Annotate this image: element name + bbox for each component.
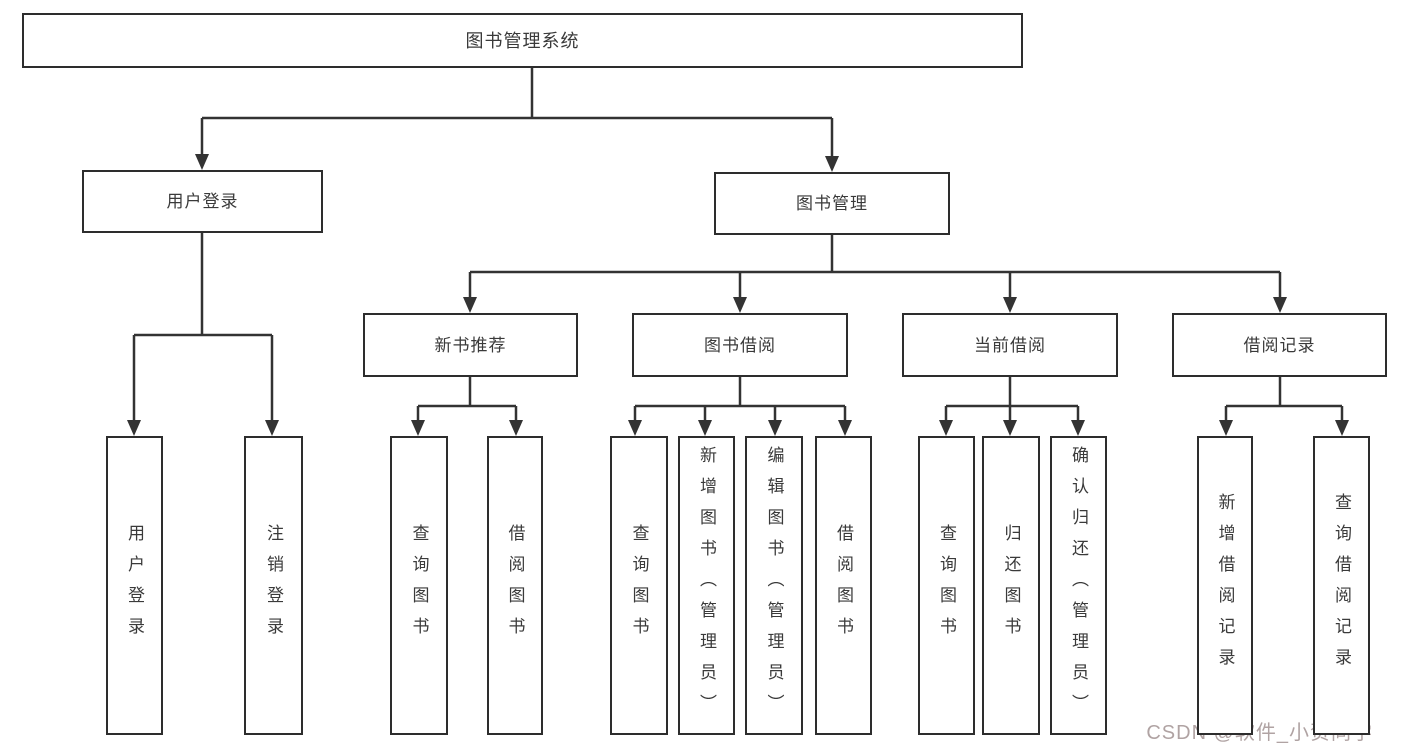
arrowhead-icon bbox=[127, 420, 141, 436]
node-leaf-add-borrow-record: 新增借阅记录 bbox=[1197, 436, 1253, 735]
arrowhead-icon bbox=[733, 297, 747, 313]
arrowhead-icon bbox=[265, 420, 279, 436]
node-book-mgmt-branch: 图书管理 bbox=[714, 172, 950, 235]
node-root: 图书管理系统 bbox=[22, 13, 1023, 68]
node-current-borrow: 当前借阅 bbox=[902, 313, 1118, 377]
node-leaf-query-book-2: 查询图书 bbox=[610, 436, 668, 735]
node-leaf-logout: 注销登录 bbox=[244, 436, 303, 735]
node-leaf-borrow-book-2: 借阅图书 bbox=[815, 436, 872, 735]
node-book-borrow: 图书借阅 bbox=[632, 313, 848, 377]
arrowhead-icon bbox=[411, 420, 425, 436]
arrowhead-icon bbox=[825, 156, 839, 172]
node-leaf-user-login: 用户登录 bbox=[106, 436, 163, 735]
arrowhead-icon bbox=[1003, 297, 1017, 313]
node-leaf-query-book-3: 查询图书 bbox=[918, 436, 975, 735]
arrowhead-icon bbox=[628, 420, 642, 436]
arrowhead-icon bbox=[463, 297, 477, 313]
arrowhead-icon bbox=[939, 420, 953, 436]
node-user-login-branch: 用户登录 bbox=[82, 170, 323, 233]
node-leaf-confirm-return-admin: 确认归还（管理员） bbox=[1050, 436, 1107, 735]
arrowhead-icon bbox=[698, 420, 712, 436]
node-borrow-records: 借阅记录 bbox=[1172, 313, 1387, 377]
node-leaf-query-book-1: 查询图书 bbox=[390, 436, 448, 735]
arrowhead-icon bbox=[509, 420, 523, 436]
arrowhead-icon bbox=[1071, 420, 1085, 436]
arrowhead-icon bbox=[1219, 420, 1233, 436]
arrowhead-icon bbox=[1003, 420, 1017, 436]
node-new-book-rec: 新书推荐 bbox=[363, 313, 578, 377]
node-leaf-add-book-admin: 新增图书（管理员） bbox=[678, 436, 735, 735]
node-leaf-borrow-book-1: 借阅图书 bbox=[487, 436, 543, 735]
arrowhead-icon bbox=[195, 154, 209, 170]
arrowhead-icon bbox=[1273, 297, 1287, 313]
node-leaf-return-book: 归还图书 bbox=[982, 436, 1040, 735]
node-leaf-query-borrow-record: 查询借阅记录 bbox=[1313, 436, 1370, 735]
arrowhead-icon bbox=[838, 420, 852, 436]
arrowhead-icon bbox=[768, 420, 782, 436]
arrowhead-icon bbox=[1335, 420, 1349, 436]
node-leaf-edit-book-admin: 编辑图书（管理员） bbox=[745, 436, 803, 735]
